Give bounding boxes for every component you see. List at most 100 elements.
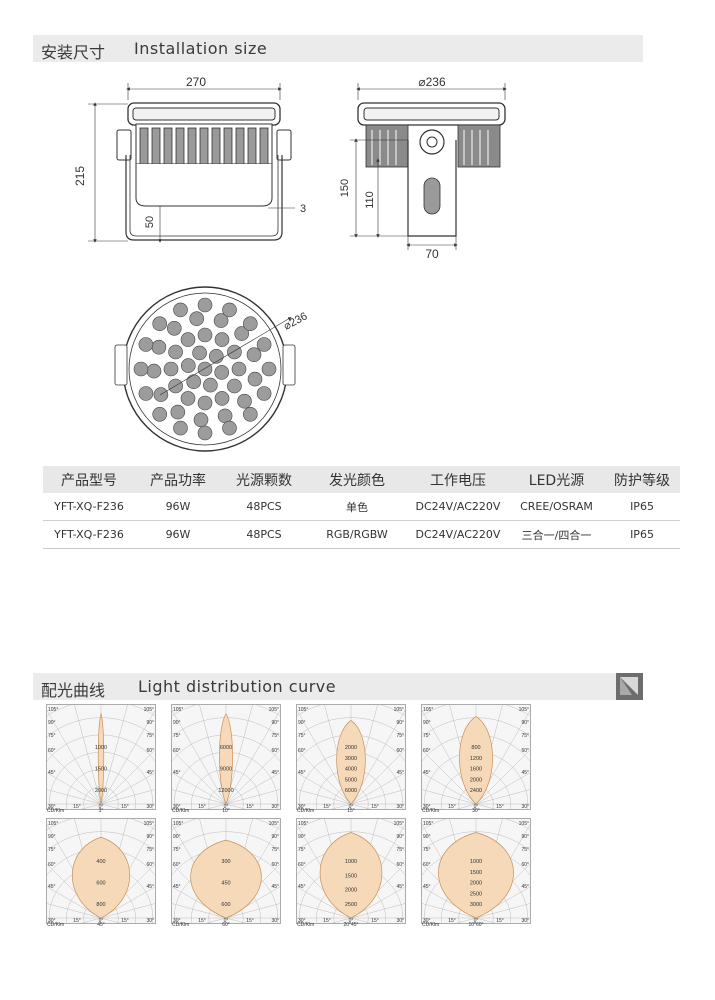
unit-label: CD/Klm bbox=[422, 922, 440, 928]
angle-label: 60° bbox=[396, 748, 404, 754]
spec-table-header: 产品型号 产品功率 光源颗数 发光颜色 工作电压 LED光源 防护等级 bbox=[43, 466, 680, 493]
grid-spoke bbox=[100, 772, 155, 805]
angle-label: 45° bbox=[298, 884, 306, 890]
intensity-label: 1500 bbox=[345, 873, 357, 879]
led-lens bbox=[246, 347, 262, 363]
header-led-source: LED光源 bbox=[509, 466, 604, 493]
corner-logo-icon bbox=[616, 673, 643, 700]
dim-side-base: 70 bbox=[425, 247, 439, 261]
angle-label: 45° bbox=[396, 884, 404, 890]
cell-led-source: CREE/OSRAM bbox=[509, 493, 604, 521]
grid-spoke bbox=[47, 749, 102, 805]
header-color: 发光颜色 bbox=[307, 466, 407, 493]
grid-spoke bbox=[350, 749, 405, 805]
grid-spoke bbox=[100, 903, 155, 919]
header-ip: 防护等级 bbox=[604, 466, 680, 493]
angle-label: 15° bbox=[496, 918, 504, 924]
led-lens bbox=[181, 358, 196, 373]
angle-label: 105° bbox=[298, 707, 308, 713]
led-lens bbox=[227, 378, 242, 394]
angle-label: 90° bbox=[423, 834, 431, 840]
led-lens bbox=[168, 344, 183, 360]
angle-label: 75° bbox=[146, 733, 154, 739]
angle-label: 60° bbox=[298, 748, 306, 754]
polar-chart-svg: 105°105°90°90°75°75°60°60°45°45°30°30°15… bbox=[171, 818, 281, 924]
led-lens bbox=[197, 297, 213, 313]
angle-label: 90° bbox=[271, 720, 279, 726]
header-voltage: 工作电压 bbox=[407, 466, 509, 493]
grid-spoke bbox=[475, 886, 530, 919]
beam-shape bbox=[319, 832, 383, 919]
led-lens bbox=[222, 420, 237, 436]
intensity-label: 2400 bbox=[470, 788, 482, 794]
unit-label: CD/Klm bbox=[47, 808, 65, 814]
grid-spoke bbox=[47, 772, 102, 805]
grid-spoke bbox=[350, 772, 405, 805]
polar-chart-svg: 105°105°90°90°75°75°60°60°45°45°30°30°15… bbox=[296, 818, 406, 924]
angle-label: 105° bbox=[519, 707, 529, 713]
angle-label: 15° bbox=[448, 918, 456, 924]
angle-label: 90° bbox=[396, 834, 404, 840]
led-lens bbox=[180, 332, 196, 347]
angle-label: 90° bbox=[423, 720, 431, 726]
angle-label: 30° bbox=[521, 804, 529, 810]
cell-ip: IP65 bbox=[604, 520, 680, 549]
light-distribution-title-zh: 配光曲线 bbox=[41, 681, 106, 700]
unit-label: CD/Klm bbox=[297, 808, 315, 814]
polar-chart-svg: 105°105°90°90°75°75°60°60°45°45°30°30°15… bbox=[421, 818, 531, 924]
angle-label: 30° bbox=[521, 918, 529, 924]
cell-power: 96W bbox=[135, 493, 221, 521]
angle-label: 30° bbox=[298, 804, 306, 810]
led-lens bbox=[173, 302, 188, 318]
grid-spoke bbox=[422, 903, 477, 919]
angle-label: 15° bbox=[121, 918, 129, 924]
led-lens bbox=[170, 404, 186, 420]
header-model: 产品型号 bbox=[43, 466, 135, 493]
unit-label: CD/Klm bbox=[297, 922, 315, 928]
angle-label: 15° bbox=[371, 804, 379, 810]
led-lens bbox=[197, 395, 213, 411]
grid-spoke bbox=[47, 709, 102, 805]
polar-chart: 105°105°90°90°75°75°60°60°45°45°30°30°15… bbox=[296, 818, 406, 934]
dim-front-gap: 3 bbox=[300, 203, 306, 215]
grid-spoke bbox=[172, 886, 227, 919]
grid-spoke bbox=[47, 886, 102, 919]
led-lens bbox=[256, 337, 272, 352]
beam-shape bbox=[459, 716, 493, 805]
dim-side-height: 150 bbox=[339, 179, 351, 197]
beam-shape bbox=[190, 839, 262, 919]
led-lens bbox=[222, 302, 237, 318]
angle-label: 45° bbox=[146, 770, 154, 776]
grid-spoke bbox=[47, 903, 102, 919]
grid-spoke bbox=[350, 886, 405, 919]
intensity-label: 12000 bbox=[218, 788, 233, 794]
grid-spoke bbox=[100, 789, 155, 805]
beam-shape bbox=[219, 713, 233, 805]
led-lens bbox=[227, 344, 242, 360]
intensity-label: 600 bbox=[96, 881, 105, 887]
angle-label: 75° bbox=[271, 847, 279, 853]
dim-front-bracket: 50 bbox=[144, 216, 156, 228]
angle-label: 30° bbox=[173, 804, 181, 810]
intensity-label: 1200 bbox=[470, 756, 482, 762]
installation-title-zh: 安装尺寸 bbox=[41, 43, 106, 62]
angle-label: 30° bbox=[396, 804, 404, 810]
angle-label: 60° bbox=[173, 748, 181, 754]
angle-label: 90° bbox=[146, 834, 154, 840]
angle-label: 0° bbox=[349, 804, 354, 810]
led-lens bbox=[180, 391, 196, 406]
angle-label: 90° bbox=[298, 720, 306, 726]
angle-label: 105° bbox=[173, 707, 183, 713]
intensity-label: 1600 bbox=[470, 767, 482, 773]
angle-label: 90° bbox=[146, 720, 154, 726]
angle-label: 60° bbox=[146, 862, 154, 868]
grid-spoke bbox=[172, 903, 227, 919]
angle-label: 60° bbox=[173, 862, 181, 868]
angle-label: 75° bbox=[146, 847, 154, 853]
angle-label: 45° bbox=[521, 884, 529, 890]
grid-spoke bbox=[100, 705, 128, 805]
angle-label: 75° bbox=[423, 733, 431, 739]
intensity-label: 2000 bbox=[470, 777, 482, 783]
